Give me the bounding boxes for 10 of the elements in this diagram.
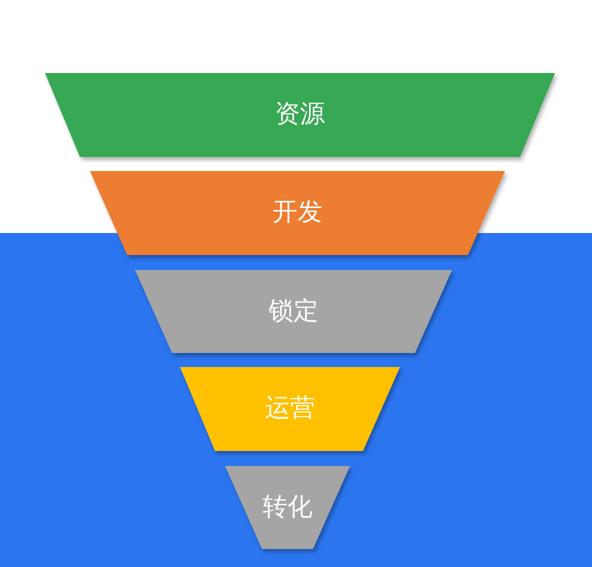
funnel-segment: [90, 171, 505, 255]
segment-label: 锁定: [268, 296, 320, 326]
funnel-segment: [135, 270, 452, 353]
segment-label: 开发: [272, 198, 324, 228]
segment-label: 转化: [262, 492, 314, 522]
segment-label: 资源: [274, 100, 326, 130]
funnel-segment: [45, 73, 555, 157]
funnel-segment: [225, 466, 350, 549]
funnel-segment: [180, 367, 400, 451]
segment-label: 运营: [264, 394, 316, 424]
